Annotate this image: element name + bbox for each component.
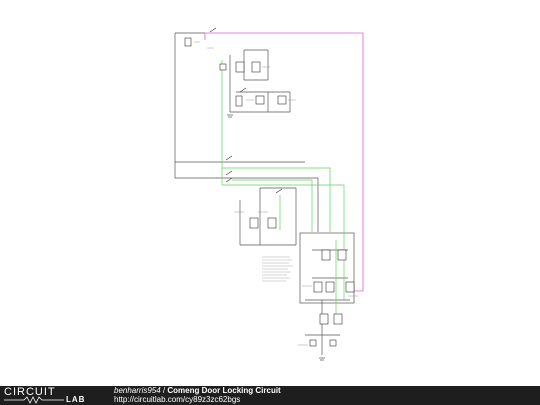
magenta-wire: [204, 32, 364, 292]
schematic-canvas: [174, 27, 364, 361]
logo-waveform-icon: [4, 396, 64, 404]
green-wires: [221, 60, 345, 320]
annotation-note: [262, 256, 293, 282]
author-link[interactable]: benharris954: [114, 386, 161, 395]
ground-symbols: [227, 114, 325, 361]
byline-separator: /: [160, 386, 168, 395]
logo-wordmark-top: CIRCUIT: [4, 386, 56, 398]
footer-bar: CIRCUIT LAB benharris954 / Comeng Door L…: [0, 386, 540, 405]
switches: [209, 27, 283, 194]
logo-wordmark-bottom: LAB: [66, 395, 86, 404]
gray-wires: [174, 32, 355, 355]
circuitlab-logo[interactable]: CIRCUIT LAB: [4, 386, 108, 404]
component-labels: [194, 41, 358, 346]
circuit-url[interactable]: http://circuitlab.com/cy89z3zc62bgs: [114, 395, 241, 404]
circuit-title: Comeng Door Locking Circuit: [167, 386, 281, 395]
circuit-byline: benharris954 / Comeng Door Locking Circu…: [114, 386, 281, 395]
components: [184, 37, 355, 347]
